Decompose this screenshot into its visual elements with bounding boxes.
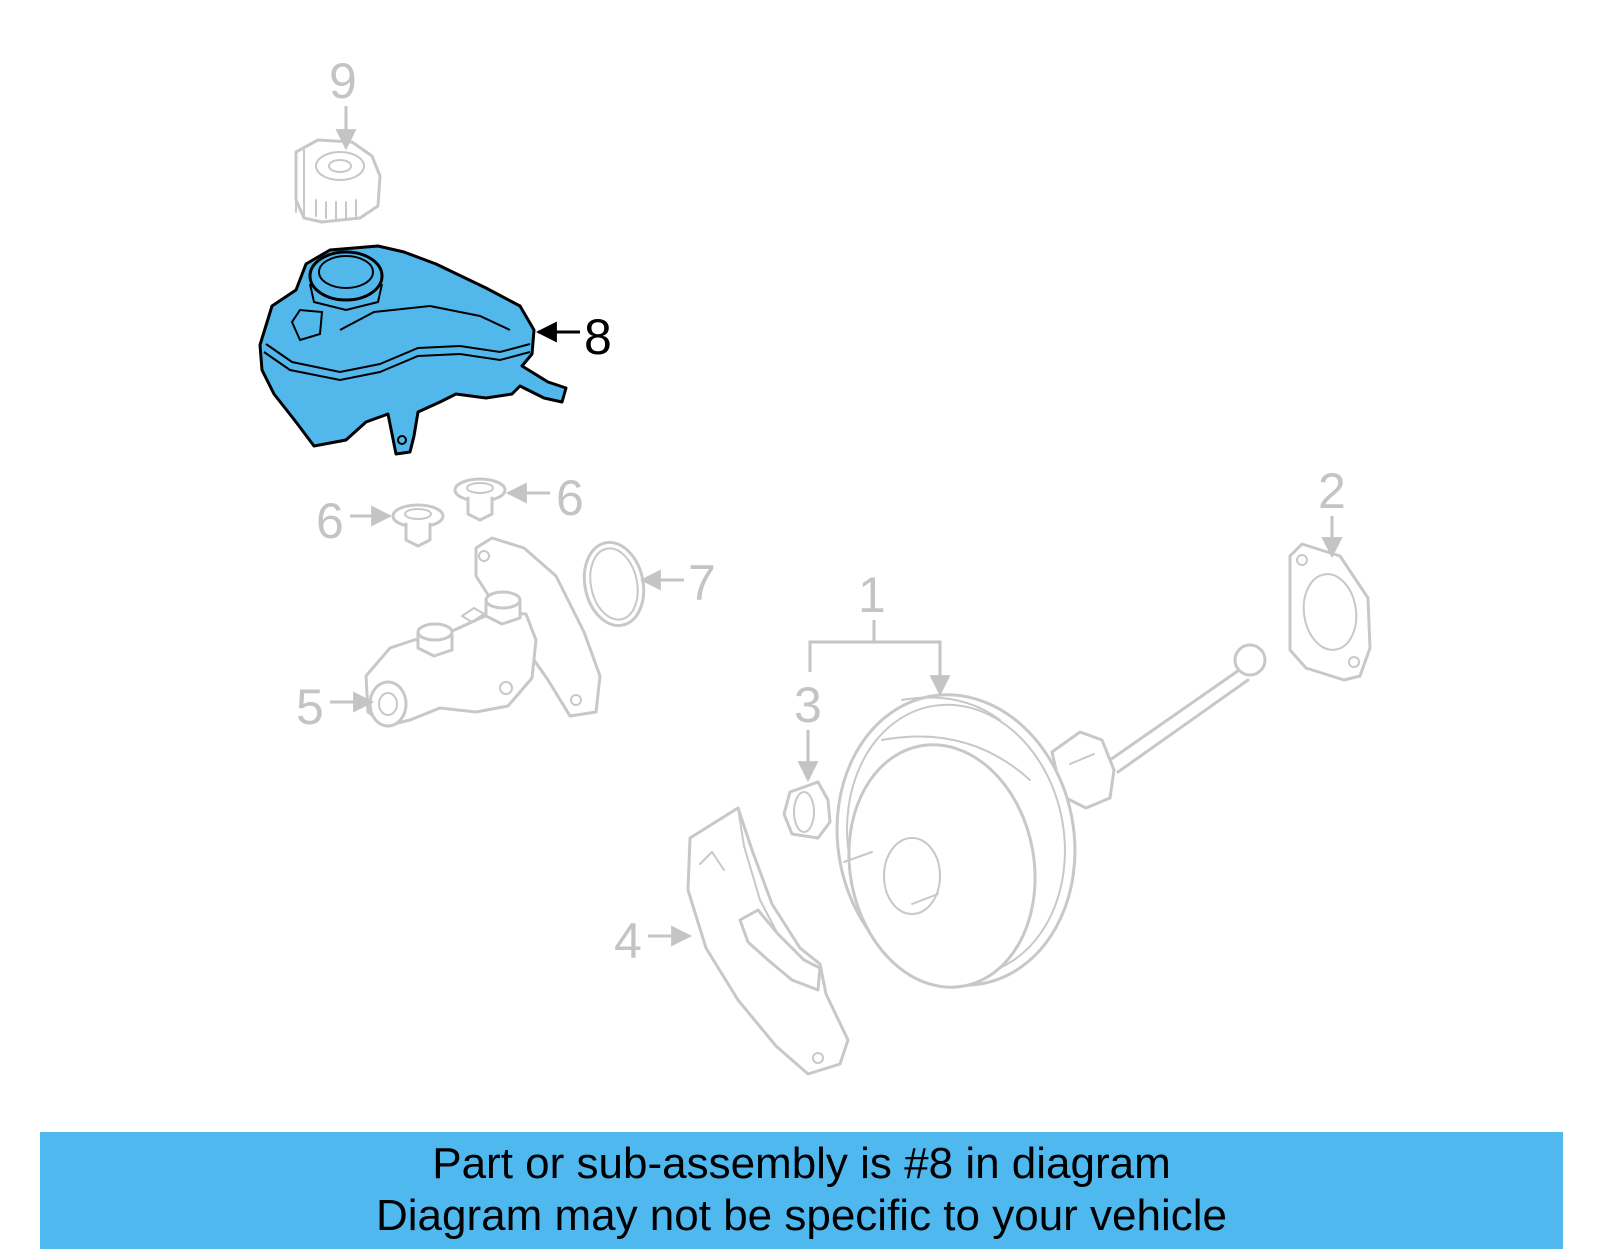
callout-8: 8 xyxy=(584,309,612,365)
leader-1-bracket xyxy=(808,640,951,697)
banner-line-part-number: Part or sub-assembly is #8 in diagram xyxy=(432,1139,1171,1188)
callout-4: 4 xyxy=(614,913,642,969)
banner-line-disclaimer: Diagram may not be specific to your vehi… xyxy=(375,1191,1228,1240)
part-3-booster-seal[interactable] xyxy=(782,780,832,840)
part-6-grommet-left[interactable] xyxy=(391,503,445,548)
part-9-reservoir-cap[interactable] xyxy=(294,138,382,224)
callout-6-right: 6 xyxy=(556,470,584,526)
callout-5: 5 xyxy=(296,679,324,735)
part-6-grommet-right[interactable] xyxy=(453,477,507,522)
callout-7: 7 xyxy=(688,555,716,611)
part-5-master-cylinder[interactable] xyxy=(364,536,602,728)
part-8-brake-fluid-reservoir[interactable] xyxy=(258,244,568,456)
part-1-brake-booster[interactable] xyxy=(814,643,1267,1004)
callout-1: 1 xyxy=(858,567,886,623)
callout-2: 2 xyxy=(1318,463,1346,519)
part-2-booster-gasket[interactable] xyxy=(1288,542,1372,682)
callout-6-left: 6 xyxy=(316,493,344,549)
info-banner: Part or sub-assembly is #8 in diagram Di… xyxy=(40,1132,1563,1249)
part-4-heat-shield[interactable] xyxy=(686,806,850,1076)
callout-9: 9 xyxy=(329,53,357,109)
part-7-o-ring-seal[interactable] xyxy=(577,537,651,631)
callout-3: 3 xyxy=(794,677,822,733)
